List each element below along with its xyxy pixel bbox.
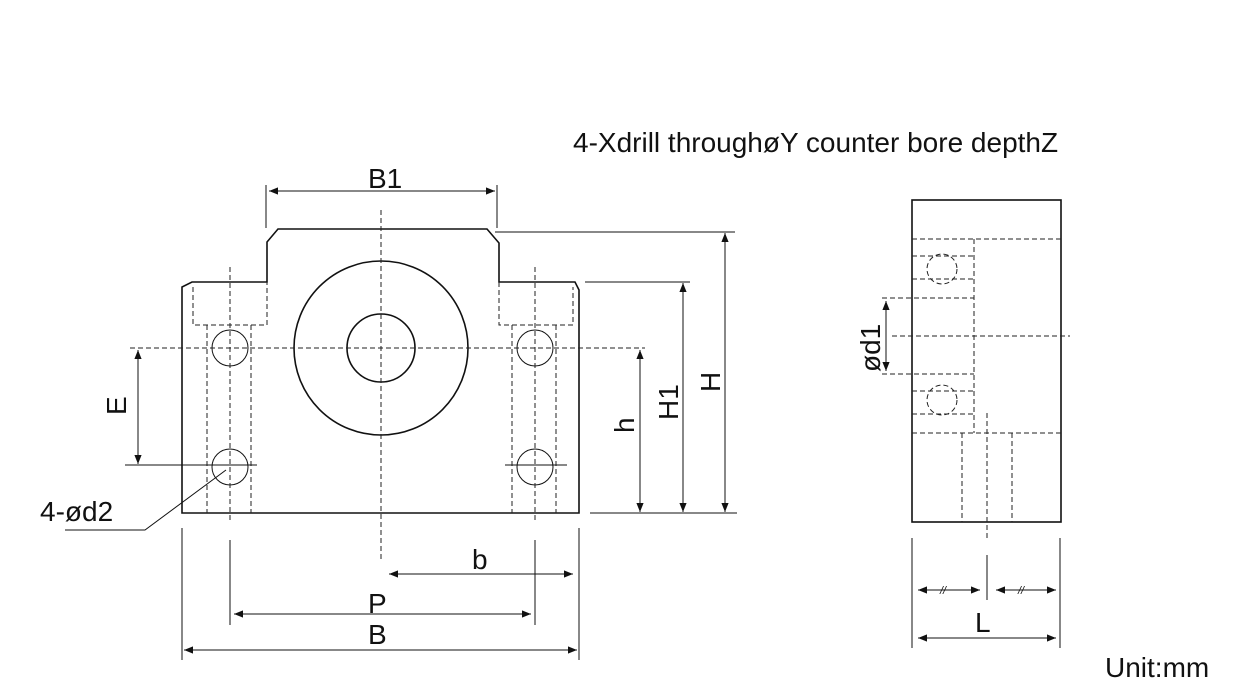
front-outline [181,228,580,514]
unit-label: Unit:mm [1105,652,1209,683]
dim-E: E [101,396,132,415]
dim-L: L [975,607,991,638]
dim-P: P [368,588,387,619]
dim-b: b [472,544,488,575]
half-mark: // [1017,585,1025,597]
dim-H: H [695,372,726,392]
dim-H1: H1 [653,384,684,420]
front-dimensions: B1 H H1 h E 4-ød2 b P B [40,163,737,660]
hidden-hole [926,384,958,416]
hidden-hole [926,253,958,285]
dim-h: h [609,417,640,433]
half-mark: // [939,585,947,597]
dim-d1: ød1 [855,324,886,372]
dim-B1: B1 [368,163,402,194]
dim-B: B [368,619,387,650]
side-view: // // ød1 L [855,199,1070,648]
dim-d2: 4-ød2 [40,496,113,527]
front-view [130,210,645,560]
drill-note: 4-Xdrill throughøY counter bore depthZ [573,127,1058,158]
